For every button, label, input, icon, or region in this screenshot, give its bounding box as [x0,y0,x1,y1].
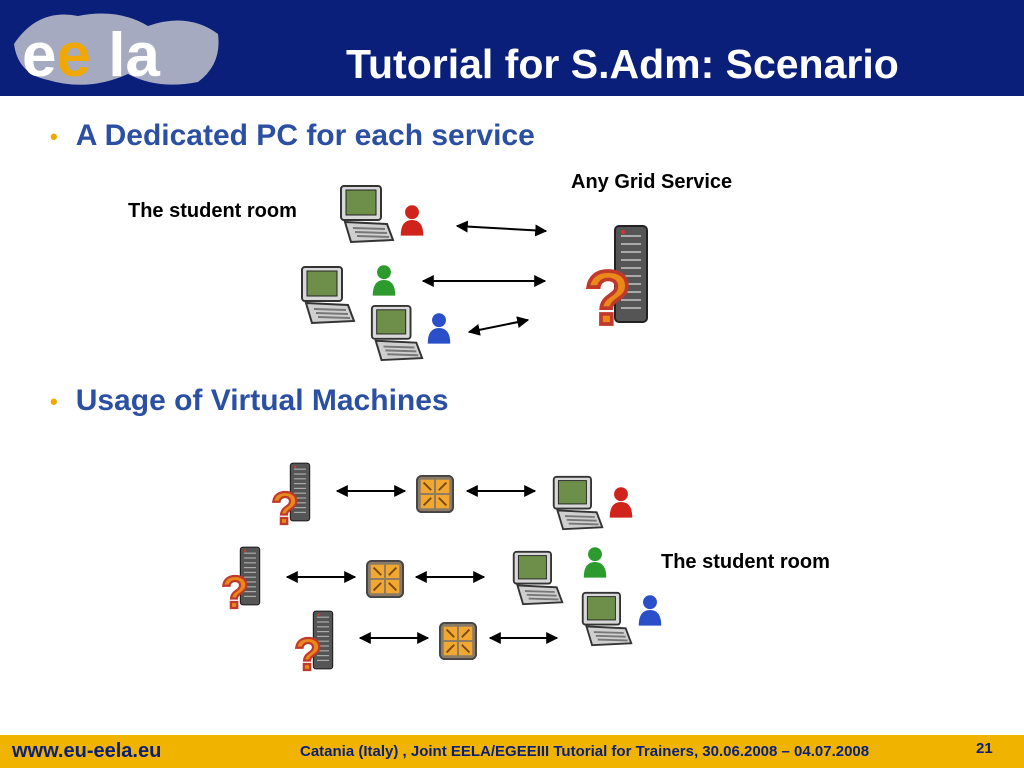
eela-logo: ee la [14,13,219,90]
header-bar: ee la Tutorial for S.Adm: Scenario [0,0,1024,96]
bullet-virtual-machines: • Usage of Virtual Machines [50,383,449,420]
bullet-dot: • [50,124,58,150]
student-room-label-bottom: The student room [661,551,830,573]
bullet-text: Usage of Virtual Machines [75,384,449,417]
arrow [467,316,530,336]
student-room-label-top: The student room [128,200,297,222]
bullet-dot: • [50,389,58,415]
footer-event-text: Catania (Italy) , Joint EELA/EGEEIII Tut… [300,743,870,760]
any-grid-service-label: Any Grid Service [571,171,733,193]
logo-text: ee la [22,21,160,90]
bullet-text: A Dedicated PC for each service [75,119,535,152]
bullet-dedicated-pc: • A Dedicated PC for each service [50,118,535,155]
footer-url-link[interactable]: www.eu-eela.eu [12,740,162,762]
arrow [455,220,548,237]
footer-bar: www.eu-eela.eu Catania (Italy) , Joint E… [0,735,1024,768]
page-number: 21 [976,740,993,757]
page-title: Tutorial for S.Adm: Scenario [346,41,899,87]
